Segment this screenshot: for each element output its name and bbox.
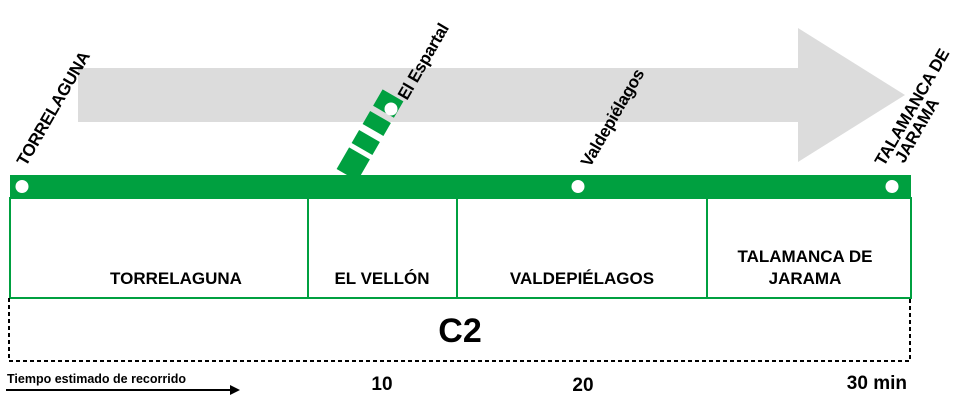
station-dot-valdepielagos (571, 180, 585, 193)
travel-time-caption: Tiempo estimado de recorrido (7, 372, 186, 386)
travel-time-mark-10: 10 (371, 374, 392, 395)
zone-label-talamanca-line2: JARAMA (769, 269, 842, 288)
station-dot-talamanca (885, 180, 899, 193)
travel-time-arrow (6, 385, 240, 395)
fare-zone-code: C2 (438, 312, 481, 350)
zone-label-el-vellon: EL VELLÓN (334, 269, 429, 288)
travel-time-mark-20: 20 (572, 375, 593, 396)
station-dot-el-espartal (384, 102, 398, 116)
route-line-bar (10, 175, 911, 198)
zone-label-torrelaguna: TORRELAGUNA (110, 269, 242, 288)
station-dot-torrelaguna (15, 180, 29, 193)
zone-label-valdepielagos: VALDEPIÉLAGOS (510, 269, 654, 288)
travel-time-mark-30: 30 min (847, 373, 907, 394)
zone-label-talamanca-line1: TALAMANCA DE (737, 247, 872, 266)
direction-arrow (78, 28, 905, 162)
zone-box-talamanca (706, 197, 912, 299)
fare-zone-frame (8, 298, 911, 362)
